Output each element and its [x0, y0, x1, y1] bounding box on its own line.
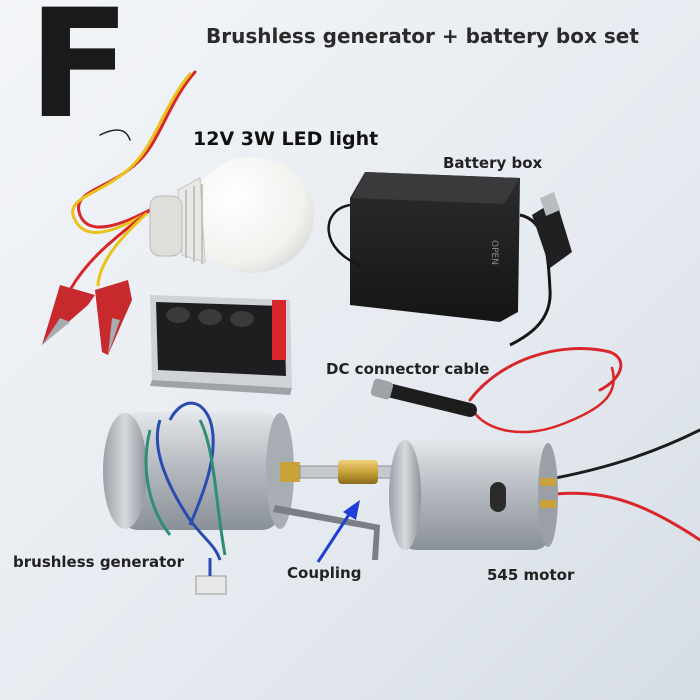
dc-cable — [370, 347, 700, 542]
battery-open-mark: OPEN — [489, 240, 499, 265]
led-bulb-icon — [149, 157, 314, 273]
arrow-icon — [316, 500, 360, 563]
dc-plug-icon — [532, 192, 572, 268]
battery-box-icon: OPEN — [327, 172, 552, 347]
section-letter: F — [28, 0, 131, 152]
coupling-icon — [273, 460, 411, 560]
page-title: Brushless generator + battery box set — [206, 24, 639, 48]
led-wires — [68, 70, 197, 292]
generator-icon — [103, 401, 300, 595]
label-coupling: Coupling — [287, 564, 362, 582]
label-battery-box: Battery box — [443, 154, 543, 172]
alligator-clip-icon — [42, 280, 132, 355]
motor-icon — [389, 440, 558, 550]
label-led-light: 12V 3W LED light — [193, 128, 379, 150]
battery-holder — [150, 295, 292, 395]
label-motor: 545 motor — [487, 566, 575, 584]
label-brushless-generator: brushless generator — [13, 553, 184, 571]
label-dc-cable: DC connector cable — [326, 360, 490, 378]
